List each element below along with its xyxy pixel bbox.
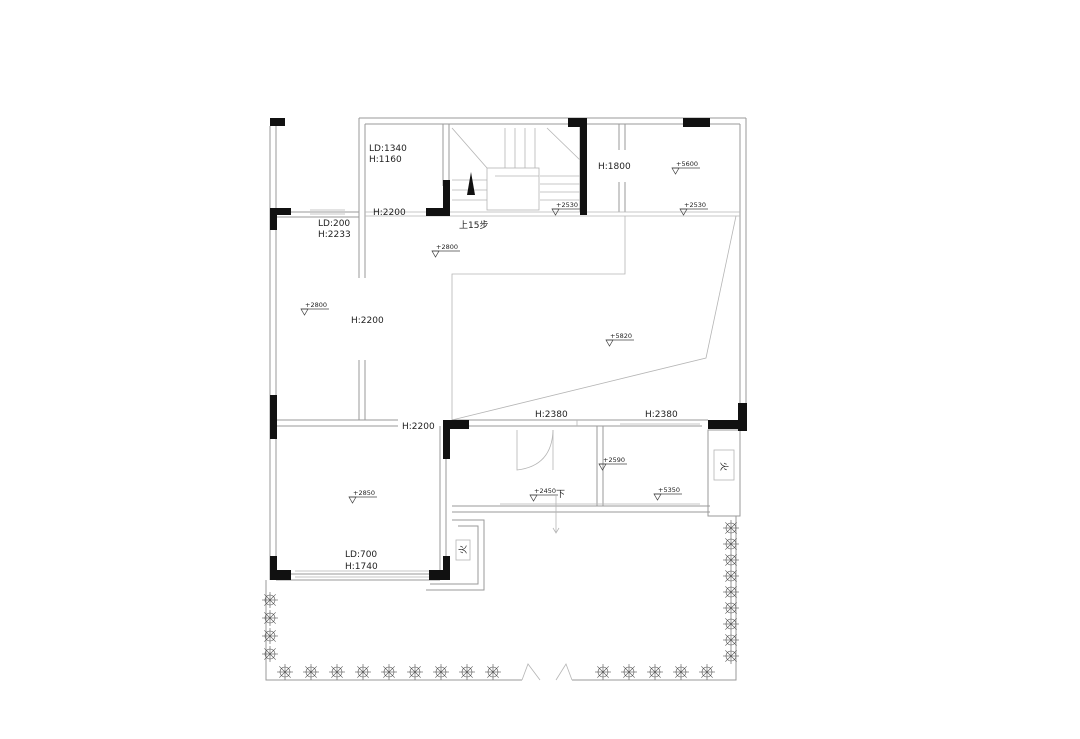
garden-shrubs xyxy=(262,520,739,680)
stove-mark-outdoor: 火 xyxy=(718,462,729,471)
shrub-icon xyxy=(303,664,319,680)
label-h-2233: H:2233 xyxy=(318,230,351,240)
shrub-icon xyxy=(485,664,501,680)
label-stairs-up: 上15步 xyxy=(459,220,488,231)
shrub-icon xyxy=(262,592,278,608)
outer-walls xyxy=(269,117,747,581)
elevation-label: +2850 xyxy=(353,489,375,497)
elevation-label: +2530 xyxy=(556,201,578,209)
structural-columns xyxy=(270,118,747,580)
elevation-marker: +2800 xyxy=(431,243,460,258)
shrub-icon xyxy=(673,664,689,680)
shrub-icon xyxy=(699,664,715,680)
label-h-2200-top: H:2200 xyxy=(373,208,406,218)
label-h-1800: H:1800 xyxy=(598,162,631,172)
elevation-marker: +5350 xyxy=(653,486,682,501)
elevation-label: +5820 xyxy=(610,332,632,340)
elevation-markers: +5600 +2530 +2530 +2800 +2800 +5820 xyxy=(300,160,708,504)
shrub-icon xyxy=(355,664,371,680)
shrub-icon xyxy=(407,664,423,680)
elevation-marker: +5820 xyxy=(605,332,634,347)
elevation-marker: +2590 xyxy=(598,456,627,471)
elevation-marker: +2450 xyxy=(529,487,558,502)
label-h-2200-living: H:2200 xyxy=(351,316,384,326)
shrub-icon xyxy=(433,664,449,680)
shrub-icon xyxy=(381,664,397,680)
shrub-icon xyxy=(329,664,345,680)
shrub-icon xyxy=(262,628,278,644)
elevation-label: +5350 xyxy=(658,486,680,494)
elevation-marker: +5600 xyxy=(671,160,700,175)
label-ld-700: LD:700 xyxy=(345,550,377,560)
elevation-label: +2450 xyxy=(534,487,556,495)
shrub-icon xyxy=(262,610,278,626)
label-ld-200: LD:200 xyxy=(318,219,350,229)
label-h-2200-mid: H:2200 xyxy=(402,422,435,432)
shrub-icon xyxy=(595,664,611,680)
shrub-icon xyxy=(723,552,739,568)
interior-walls xyxy=(276,124,741,591)
shrub-icon xyxy=(723,584,739,600)
label-h-1160: H:1160 xyxy=(369,155,402,165)
label-h-2380-left: H:2380 xyxy=(535,410,568,420)
elevation-label: +2530 xyxy=(684,201,706,209)
label-ld-1340: LD:1340 xyxy=(369,144,407,154)
shrub-icon xyxy=(723,600,739,616)
elevation-marker: +2800 xyxy=(300,301,329,316)
shrub-icon xyxy=(723,520,739,536)
label-down: 下 xyxy=(556,490,565,500)
label-h-1740: H:1740 xyxy=(345,562,378,572)
elevation-label: +2590 xyxy=(603,456,625,464)
elevation-marker: +2530 xyxy=(551,201,580,216)
shrub-icon xyxy=(262,646,278,662)
shrub-icon xyxy=(723,568,739,584)
shrub-icon xyxy=(723,648,739,664)
shrub-icon xyxy=(723,536,739,552)
stair-arrow-icon xyxy=(467,172,475,195)
stove-mark-kitchen: 火 xyxy=(458,545,469,554)
shrub-icon xyxy=(647,664,663,680)
room-labels: LD:1340 H:1160 H:1800 LD:200 H:2233 H:22… xyxy=(318,144,729,572)
elevation-marker: +2530 xyxy=(679,201,708,216)
shrub-icon xyxy=(621,664,637,680)
elevation-label: +2800 xyxy=(436,243,458,251)
shrub-icon xyxy=(723,632,739,648)
shrub-icon xyxy=(723,616,739,632)
label-h-2380-right: H:2380 xyxy=(645,410,678,420)
elevation-marker: +2850 xyxy=(348,489,377,504)
shrub-icon xyxy=(277,664,293,680)
shrub-icon xyxy=(459,664,475,680)
elevation-label: +5600 xyxy=(676,160,698,168)
garden xyxy=(265,516,737,681)
elevation-label: +2800 xyxy=(305,301,327,309)
